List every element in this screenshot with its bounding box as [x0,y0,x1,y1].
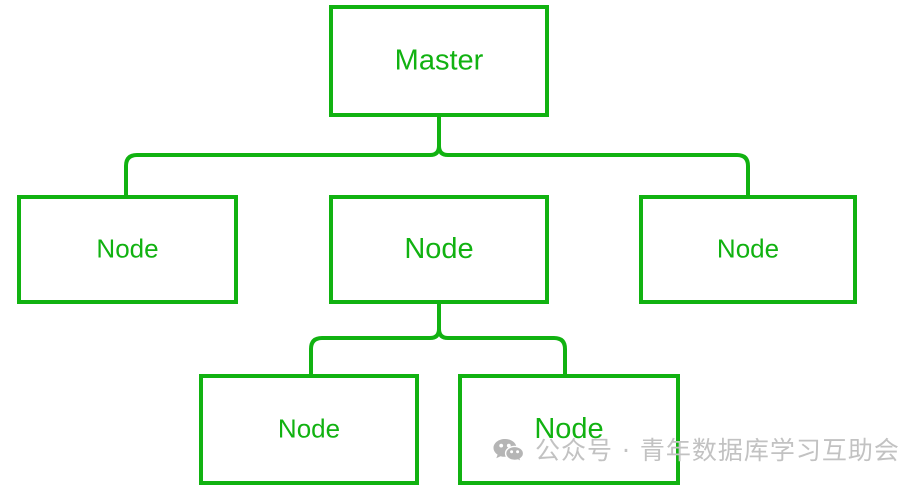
node-box-outline [329,195,549,304]
connector-middle-to-level2 [309,304,567,374]
node-box-node-middle[interactable]: Node [329,195,549,304]
node-box-outline [639,195,857,304]
connectors-layer [124,117,750,374]
node-box-outline [458,374,680,485]
node-label: Node [534,413,603,445]
connector-master-to-level1 [124,117,750,195]
node-box-node-child-right[interactable]: Node [458,374,680,485]
node-box-master[interactable]: Master [329,5,549,117]
node-label: Node [404,233,473,265]
node-box-node-left[interactable]: Node [17,195,238,304]
node-box-node-child-left[interactable]: Node [199,374,419,485]
node-label: Node [278,413,340,443]
node-box-outline [17,195,238,304]
node-label: Node [717,233,779,263]
node-box-outline [329,5,549,117]
node-box-node-right[interactable]: Node [639,195,857,304]
node-label: Node [96,233,158,263]
node-box-outline [199,374,419,485]
node-label: Master [395,45,484,77]
